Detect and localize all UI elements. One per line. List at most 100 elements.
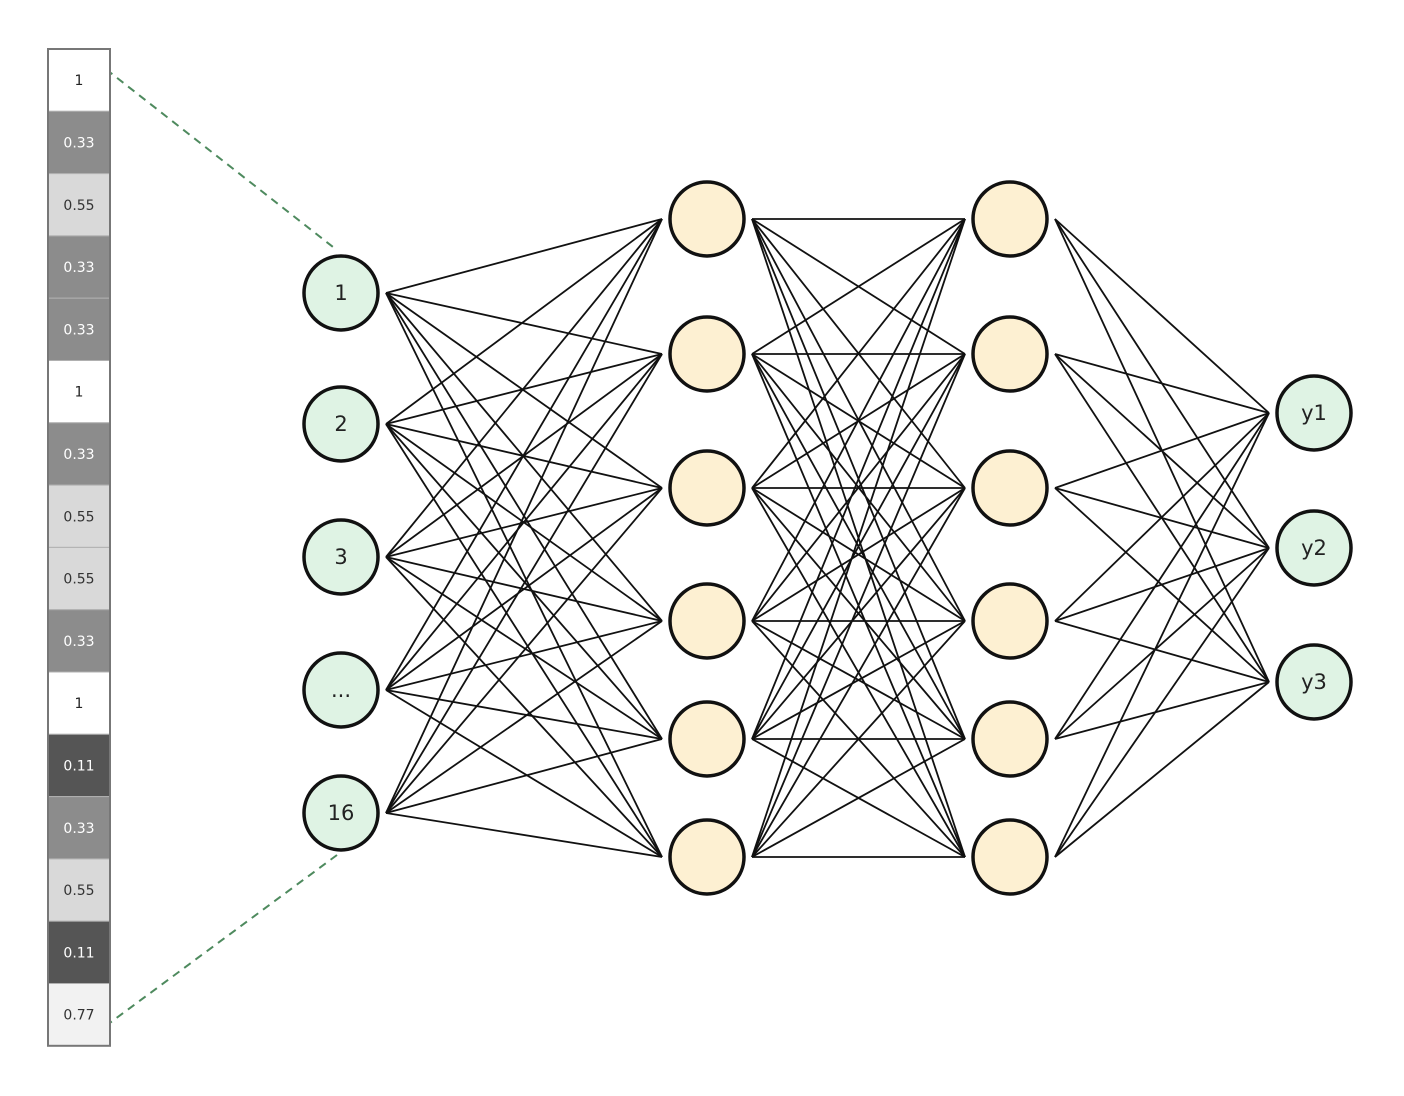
connection-edge xyxy=(385,556,663,740)
vector-cell-shade xyxy=(47,173,111,237)
vector-cell-shade xyxy=(47,733,111,798)
vector-border xyxy=(47,48,111,1047)
vector-cell-value: 0.33 xyxy=(63,260,94,276)
vector-cell: 0.11 xyxy=(47,733,111,798)
connection-edge xyxy=(751,487,966,622)
node-label: 2 xyxy=(334,412,347,436)
node-circle xyxy=(302,385,380,463)
node-circle xyxy=(971,700,1049,778)
connection-edge xyxy=(1054,218,1270,414)
vector-cell: 1 xyxy=(47,48,111,112)
vector-cell-value: 0.55 xyxy=(63,572,94,588)
connection-edge xyxy=(1054,620,1270,683)
vector-cell: 0.55 xyxy=(47,173,111,237)
connection-edge xyxy=(385,812,663,858)
connection-edge xyxy=(385,218,663,425)
connection-edge xyxy=(385,292,663,355)
vector-cell: 0.33 xyxy=(47,235,111,299)
connection-edge xyxy=(385,487,663,814)
connection-edge xyxy=(1054,412,1270,740)
hidden-node-layer-1 xyxy=(668,315,746,393)
connection-edge xyxy=(751,218,966,489)
connection-edge xyxy=(1054,681,1270,858)
vector-cell-value: 0.33 xyxy=(63,447,94,463)
vector-cell-shade xyxy=(47,858,111,922)
node-circle xyxy=(302,774,380,852)
node-circle xyxy=(668,180,746,258)
dashed-connector-top xyxy=(83,51,334,248)
node-label: ... xyxy=(331,678,351,702)
connection-edge xyxy=(385,292,663,622)
node-circle xyxy=(1275,509,1353,587)
output-node: y3 xyxy=(1275,643,1353,721)
connection-edge xyxy=(751,218,966,622)
vector-cell-value: 1 xyxy=(75,385,84,401)
vector-cell-value: 0.77 xyxy=(63,1008,94,1024)
node-label: 16 xyxy=(328,801,355,825)
connection-edge xyxy=(751,353,966,622)
hidden-node-layer-2 xyxy=(971,315,1049,393)
connection-edge xyxy=(1054,547,1270,740)
connection-edge xyxy=(1054,547,1270,858)
connection-edge xyxy=(385,620,663,691)
vector-cell-value: 0.33 xyxy=(63,821,94,837)
connection-edge xyxy=(385,218,663,558)
node-label: 1 xyxy=(334,281,347,305)
node-circle xyxy=(971,582,1049,660)
node-circle xyxy=(971,449,1049,527)
connection-edge xyxy=(385,218,663,294)
node-circle xyxy=(302,254,380,332)
connection-edge xyxy=(385,738,663,814)
node-circle xyxy=(668,449,746,527)
vector-cell: 0.55 xyxy=(47,858,111,922)
connection-edge xyxy=(1054,681,1270,740)
connection-edge xyxy=(385,620,663,814)
network-connections xyxy=(385,218,1270,858)
connection-edge xyxy=(751,487,966,740)
node-circle xyxy=(302,651,380,729)
input-node: 1 xyxy=(302,254,380,332)
vector-cell-value: 0.55 xyxy=(63,883,94,899)
input-vector-column: 10.330.550.330.3310.330.550.550.3310.110… xyxy=(47,48,111,1047)
vector-cell-value: 0.11 xyxy=(63,758,94,774)
dashed-connector-bottom xyxy=(83,854,338,1043)
vector-cell-shade xyxy=(47,110,111,175)
node-circle xyxy=(668,315,746,393)
connection-edge xyxy=(751,620,966,858)
connection-edge xyxy=(751,353,966,858)
connection-edge xyxy=(1054,412,1270,489)
vector-cell-value: 0.33 xyxy=(63,322,94,338)
input-node: ... xyxy=(302,651,380,729)
vector-cell-value: 0.55 xyxy=(63,509,94,525)
vector-cell: 0.33 xyxy=(47,110,111,175)
vector-cell: 0.11 xyxy=(47,920,111,985)
input-node: 16 xyxy=(302,774,380,852)
hidden-node-layer-2 xyxy=(971,180,1049,258)
hidden-node-layer-2 xyxy=(971,818,1049,896)
node-label: y2 xyxy=(1301,536,1327,560)
vector-cell-value: 1 xyxy=(75,696,84,712)
node-circle xyxy=(971,315,1049,393)
node-circle xyxy=(302,518,380,596)
connection-edge xyxy=(385,218,663,814)
connection-edge xyxy=(385,689,663,858)
vector-to-input-connectors xyxy=(83,51,338,1043)
connection-edge xyxy=(1054,412,1270,858)
connection-edge xyxy=(385,487,663,691)
node-circle xyxy=(1275,374,1353,452)
connection-edge xyxy=(385,353,663,814)
node-circle xyxy=(668,818,746,896)
connection-edge xyxy=(385,353,663,691)
connection-edge xyxy=(385,556,663,858)
connection-edge xyxy=(1054,353,1270,414)
hidden-node-layer-1 xyxy=(668,818,746,896)
hidden-node-layer-1 xyxy=(668,582,746,660)
connection-edge xyxy=(751,738,966,858)
vector-cell: 1 xyxy=(47,671,111,735)
connection-edge xyxy=(385,689,663,740)
vector-cell: 0.33 xyxy=(47,609,111,673)
vector-cell-shade xyxy=(47,48,111,112)
vector-cell-value: 0.33 xyxy=(63,634,94,650)
input-node: 2 xyxy=(302,385,380,463)
